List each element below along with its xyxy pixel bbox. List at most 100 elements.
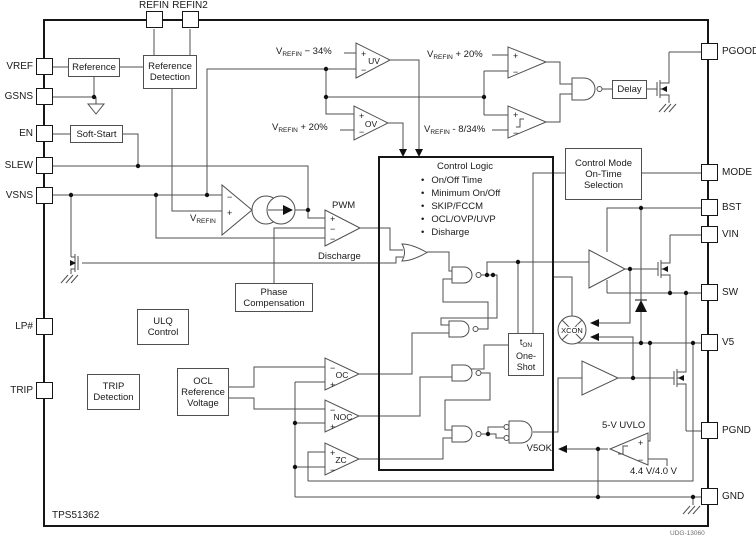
nand-gate-4 xyxy=(451,425,482,443)
pin-sw-label: SW xyxy=(722,287,739,298)
pin-sw xyxy=(701,284,718,301)
pin-v5-label: V5 xyxy=(722,337,735,348)
or-gate xyxy=(401,243,429,262)
pwm-comparator: + − − xyxy=(324,209,362,247)
pgood-nand-gate xyxy=(571,77,603,101)
pin-pgood xyxy=(701,43,718,60)
svg-text:+: + xyxy=(513,110,518,120)
wires xyxy=(53,29,701,505)
pin-trip-label: TRIP xyxy=(10,385,33,396)
bullet-icon: • xyxy=(421,214,425,225)
control-logic-bullet: • SKIP/FCCM xyxy=(421,201,484,212)
pin-vsns xyxy=(36,187,53,204)
pin-vref xyxy=(36,58,53,75)
discharge-label: Discharge xyxy=(318,251,361,262)
svg-text:XCON: XCON xyxy=(561,326,583,335)
pin-en xyxy=(36,125,53,142)
pin-refin2 xyxy=(182,11,199,28)
bullet-icon: • xyxy=(421,175,425,186)
control-logic-bullet: • On/Off Time xyxy=(421,175,483,186)
svg-text:+: + xyxy=(330,214,335,224)
lowside-mosfet xyxy=(673,293,687,431)
svg-text:+: + xyxy=(330,448,335,458)
svg-text:−: − xyxy=(330,465,335,475)
discharge-mosfet xyxy=(70,254,79,274)
pin-slew-label: SLEW xyxy=(4,160,33,171)
ocl-reference-block: OCL Reference Voltage xyxy=(177,368,229,416)
bootstrap-diode-icon xyxy=(635,299,647,312)
reference-detection-block: Reference Detection xyxy=(143,55,197,89)
pwm-label: PWM xyxy=(332,200,356,211)
svg-text:+: + xyxy=(361,49,366,59)
ground-icon xyxy=(682,505,701,515)
svg-text:OV: OV xyxy=(365,119,378,129)
uv-threshold-label: VREFIN − 34% xyxy=(276,46,332,58)
svg-text:ZC: ZC xyxy=(335,455,346,465)
ground-icon xyxy=(60,274,79,284)
uvlo-threshold-label: 4.4 V/4.0 V xyxy=(630,466,678,477)
pin-slew xyxy=(36,157,53,174)
reference-block: Reference xyxy=(68,58,120,77)
control-logic-bullet: • Minimum On/Off xyxy=(421,188,501,199)
svg-text:−: − xyxy=(330,224,335,234)
nand-gate-1 xyxy=(451,266,482,284)
noc-comparator: − + NOC xyxy=(324,399,361,433)
pin-gnd-label: GND xyxy=(722,491,745,502)
pin-bst-label: BST xyxy=(722,202,742,213)
svg-text:−: − xyxy=(513,128,518,138)
pgood-upper-comparator: + − xyxy=(507,46,548,79)
ov-comparator: + − OV xyxy=(353,105,390,141)
svg-text:+: + xyxy=(330,422,335,432)
ton-one-shot-block: tON One- Shot xyxy=(508,333,544,376)
svg-text:+: + xyxy=(638,438,643,448)
pin-gnd xyxy=(701,488,718,505)
svg-text:−: − xyxy=(638,455,643,465)
highside-mosfet xyxy=(657,235,671,293)
pin-pgnd-label: PGND xyxy=(722,425,751,436)
pin-refin2-label: REFIN2 xyxy=(172,0,208,11)
pin-refin-label: REFIN xyxy=(139,0,169,11)
pgood-lower-threshold-label: VREFIN - 8/34% xyxy=(424,124,486,136)
pin-v5 xyxy=(701,334,718,351)
delay-block: Delay xyxy=(612,80,647,99)
figure-id-label: UDG-13060 xyxy=(670,530,705,537)
zc-comparator: + − ZC xyxy=(324,442,361,476)
bullet-icon: • xyxy=(421,227,425,238)
hysteresis-icon xyxy=(618,445,628,455)
chip-name-label: TPS51362 xyxy=(52,510,100,521)
analog-ground-icon xyxy=(86,103,106,115)
ov-threshold-label: VREFIN + 20% xyxy=(272,122,328,134)
pgood-lower-comparator: + − xyxy=(507,105,548,139)
and-gate xyxy=(503,420,533,444)
ground-icon xyxy=(658,103,677,113)
vrefin-label: VREFIN xyxy=(190,213,216,225)
pin-mode xyxy=(701,164,718,181)
svg-text:+: + xyxy=(359,111,364,121)
control-logic-bullet: • OCL/OVP/UVP xyxy=(421,214,496,225)
svg-text:OC: OC xyxy=(336,370,349,380)
current-source-icon xyxy=(251,195,296,225)
oc-comparator: − + OC xyxy=(324,357,361,391)
pin-refin xyxy=(146,11,163,28)
pin-lp xyxy=(36,318,53,335)
ulq-control-block: ULQ Control xyxy=(137,309,189,345)
pin-mode-label: MODE xyxy=(722,167,752,178)
uvlo-comparator: + − xyxy=(608,432,649,466)
highside-driver xyxy=(588,249,627,289)
pin-vin-label: VIN xyxy=(722,229,739,240)
svg-text:+: + xyxy=(330,380,335,390)
svg-text:−: − xyxy=(330,405,335,415)
hysteresis-icon xyxy=(516,118,524,128)
svg-text:+: + xyxy=(227,208,232,218)
svg-text:−: − xyxy=(361,65,366,75)
pin-gsns-label: GSNS xyxy=(4,91,33,102)
phase-compensation-block: Phase Compensation xyxy=(235,283,313,312)
junction-dots xyxy=(68,66,696,500)
pin-vin xyxy=(701,226,718,243)
pin-en-label: EN xyxy=(19,128,33,139)
svg-text:−: − xyxy=(359,127,364,137)
uvlo-label: 5-V UVLO xyxy=(602,420,646,431)
pin-trip xyxy=(36,382,53,399)
